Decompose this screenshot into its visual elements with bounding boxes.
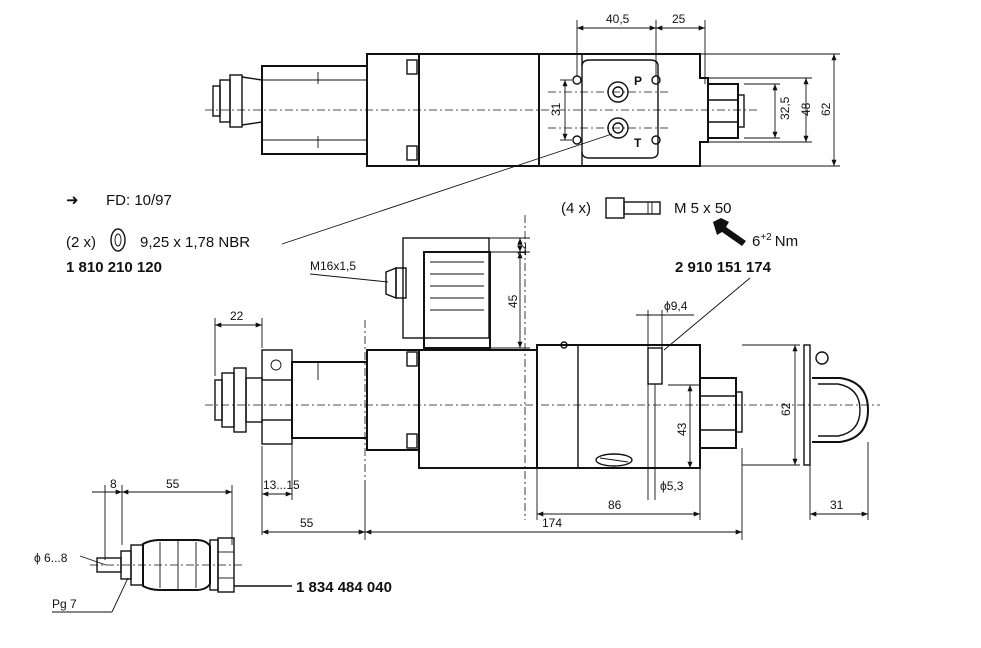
dim-12: 12	[515, 242, 529, 256]
dim-13-15: 13...15	[263, 478, 300, 492]
wrench-icon	[713, 218, 746, 246]
screw-qty: (4 x)	[561, 200, 591, 217]
dim-55-detail: 55	[166, 477, 180, 491]
front-dimensions: 12 45 M16x1,5 22 ϕ9,4 62 43	[214, 237, 869, 540]
dim-62-front: 62	[779, 402, 793, 416]
oring-icon	[110, 228, 126, 252]
top-plug	[212, 74, 263, 128]
notes: ➜ FD: 10/97 (2 x) 9,25 x 1,78 NBR 1 810 …	[66, 133, 798, 351]
front-socket	[385, 237, 491, 349]
torque-base: 6	[752, 233, 760, 250]
top-dimensions: 40,5 25 31 32,5 48 62	[549, 12, 840, 167]
torque-tolerance: +2	[760, 232, 772, 243]
dim-dia-6-8: ϕ 6...8	[34, 551, 68, 565]
dim-25: 25	[672, 12, 686, 26]
dim-dia-5-3: ϕ5,3	[660, 479, 684, 493]
dim-62-top: 62	[819, 102, 833, 116]
front-valve-body	[536, 341, 743, 469]
screw-leader	[663, 277, 751, 351]
top-view: P T 40,5 25 31 32,5	[205, 12, 840, 167]
dim-48: 48	[799, 102, 813, 116]
oring-part-number: 1 810 210 120	[66, 259, 162, 276]
screw-part-number: 2 910 151 174	[675, 259, 772, 276]
front-solenoid	[291, 349, 538, 469]
connector-detail: 8 55 ϕ 6...8 Pg 7 1 834 484 040	[34, 477, 392, 613]
dim-86: 86	[608, 498, 622, 512]
torque-unit: Nm	[775, 233, 798, 250]
oring-qty: (2 x)	[66, 234, 96, 251]
fd-arrow-icon: ➜	[66, 192, 79, 209]
dim-22: 22	[230, 309, 244, 323]
dim-45: 45	[506, 294, 520, 308]
dim-31-top: 31	[549, 102, 563, 116]
thread-m16: M16x1,5	[310, 259, 356, 273]
screw-spec: M 5 x 50	[674, 200, 732, 217]
dim-31-front: 31	[830, 498, 844, 512]
port-t-label: T	[634, 136, 642, 150]
dim-dia-9-4: ϕ9,4	[664, 299, 688, 313]
oring-spec: 9,25 x 1,78 NBR	[140, 234, 250, 251]
oring-leader	[281, 133, 613, 245]
front-plug	[214, 349, 293, 445]
dim-8: 8	[110, 477, 117, 491]
dim-40-5: 40,5	[606, 12, 630, 26]
front-view: 12 45 M16x1,5 22 ϕ9,4 62 43	[205, 215, 880, 540]
dim-55-front: 55	[300, 516, 314, 530]
connector-part-number: 1 834 484 040	[296, 579, 392, 596]
dim-32-5: 32,5	[778, 96, 792, 120]
screw-icon	[605, 197, 661, 219]
thread-pg7: Pg 7	[52, 597, 77, 611]
dim-174: 174	[542, 516, 562, 530]
dim-43: 43	[675, 422, 689, 436]
fd-note: FD: 10/97	[106, 192, 172, 209]
port-p-label: P	[634, 74, 642, 88]
